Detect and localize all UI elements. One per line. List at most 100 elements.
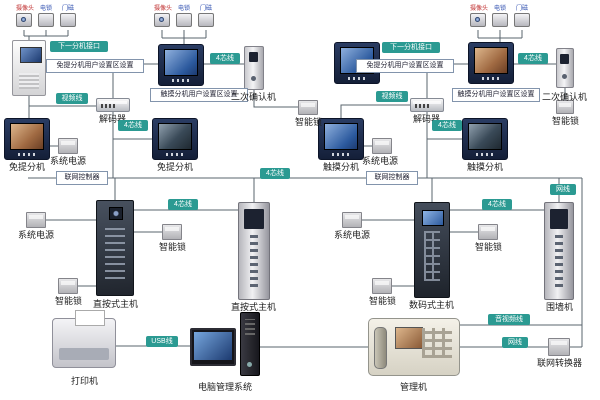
touch-monitor	[462, 118, 508, 160]
cable-badge: 4芯线	[482, 199, 512, 210]
cable-badge: 4芯线	[210, 53, 240, 64]
cable-badge: 4芯线	[168, 199, 198, 210]
device-label: 智能锁	[295, 117, 323, 127]
computer-monitor	[190, 328, 236, 366]
device-label: 二次确认机	[231, 92, 277, 102]
cable-badge: 网线	[550, 184, 576, 195]
device-label: 免提分机	[157, 162, 194, 172]
cable-badge: 4芯线	[260, 168, 290, 179]
system-power	[58, 138, 78, 154]
peripheral-box	[198, 13, 214, 27]
decoder-hub	[410, 98, 444, 112]
peripheral-device: 门磁	[60, 6, 76, 27]
smart-lock	[556, 100, 574, 114]
info-box: 联网控制器	[366, 171, 418, 185]
peripheral-device: 电锁	[38, 6, 54, 27]
peripheral-label: 摄像头	[154, 6, 173, 12]
smart-lock	[478, 224, 498, 240]
cable-badge: 视频线	[56, 93, 88, 104]
cable-badge: 视频线	[376, 91, 408, 102]
peripheral-device: 电锁	[176, 6, 192, 27]
direct-press-doorstation	[96, 200, 134, 296]
peripheral-device: 摄像头	[16, 6, 35, 27]
digital-doorstation	[414, 202, 450, 298]
device-label: 打印机	[71, 376, 99, 386]
cable-badge: USB线	[146, 336, 178, 347]
camera-icon	[16, 13, 32, 27]
confirm-unit	[556, 48, 574, 88]
device-label: 智能锁	[475, 242, 503, 252]
peripheral-device: 电锁	[492, 6, 508, 27]
info-box: 触摸分机用户设置区设置	[150, 88, 248, 102]
direct-press-doorstation	[238, 202, 270, 300]
perimeter-doorstation	[544, 202, 574, 300]
cable-badge: 4芯线	[432, 120, 462, 131]
peripheral-box	[492, 13, 508, 27]
device-label: 解码器	[413, 114, 441, 124]
peripheral-label: 门磁	[515, 6, 528, 12]
peripheral-label: 门磁	[61, 6, 74, 12]
peripheral-device: 门磁	[198, 6, 214, 27]
peripheral-box	[176, 13, 192, 27]
camera-icon	[470, 13, 486, 27]
peripheral-device: 摄像头	[470, 6, 489, 27]
peripheral-label: 电锁	[39, 6, 52, 12]
computer-tower	[240, 312, 260, 376]
peripheral-box	[38, 13, 54, 27]
peripheral-label: 门磁	[199, 6, 212, 12]
camera-icon	[154, 13, 170, 27]
peripheral-label: 摄像头	[16, 6, 35, 12]
peripheral-device: 门磁	[514, 6, 530, 27]
smart-lock	[298, 100, 318, 115]
device-label: 二次确认机	[542, 92, 588, 102]
device-label: 智能锁	[159, 242, 187, 252]
device-label: 智能锁	[369, 296, 397, 306]
device-label: 系统电源	[334, 230, 371, 240]
cable-badge: 音视频线	[488, 314, 530, 325]
device-label: 触摸分机	[323, 162, 360, 172]
cable-badge: 网线	[502, 337, 528, 348]
smart-lock	[372, 278, 392, 294]
cable-badge: 下一分机接口	[50, 41, 108, 52]
wire	[340, 104, 410, 118]
info-box: 免提分机用户设置区设置	[356, 59, 454, 73]
device-label: 系统电源	[362, 156, 399, 166]
smart-lock	[58, 278, 78, 294]
peripheral-label: 摄像头	[470, 6, 489, 12]
info-box: 免提分机用户设置区设置	[46, 59, 144, 73]
peripheral-box	[514, 13, 530, 27]
device-label: 直按式主机	[93, 299, 139, 309]
device-label: 智能锁	[552, 116, 580, 126]
decoder-hub	[96, 98, 130, 112]
management-phone	[368, 318, 460, 376]
device-label: 数码式主机	[409, 300, 455, 310]
peripheral-box	[60, 13, 76, 27]
cable-badge: 4芯线	[518, 53, 548, 64]
peripheral-device: 摄像头	[154, 6, 173, 27]
printer	[52, 310, 116, 368]
cable-badge: 下一分机接口	[382, 42, 440, 53]
touch-monitor	[318, 118, 364, 160]
peripheral-label: 电锁	[177, 6, 190, 12]
device-label: 围墙机	[546, 302, 574, 312]
device-label: 解码器	[99, 114, 127, 124]
system-power	[342, 212, 362, 228]
handsfree-monitor	[158, 44, 204, 86]
info-box: 触摸分机用户设置区设置	[452, 88, 540, 102]
system-power	[372, 138, 392, 154]
device-label: 联网转换器	[537, 358, 583, 368]
system-power	[26, 212, 46, 228]
handset-icon	[374, 327, 387, 369]
peripheral-label: 电锁	[493, 6, 506, 12]
device-label: 系统电源	[18, 230, 55, 240]
net-converter	[548, 338, 570, 356]
device-label: 电脑管理系统	[198, 382, 253, 392]
device-label: 系统电源	[50, 156, 87, 166]
handsfree-monitor	[152, 118, 198, 160]
device-label: 管理机	[400, 382, 428, 392]
handsfree-monitor	[4, 118, 50, 160]
touch-monitor	[468, 42, 514, 84]
device-label: 直按式主机	[231, 302, 277, 312]
smart-lock	[162, 224, 182, 240]
